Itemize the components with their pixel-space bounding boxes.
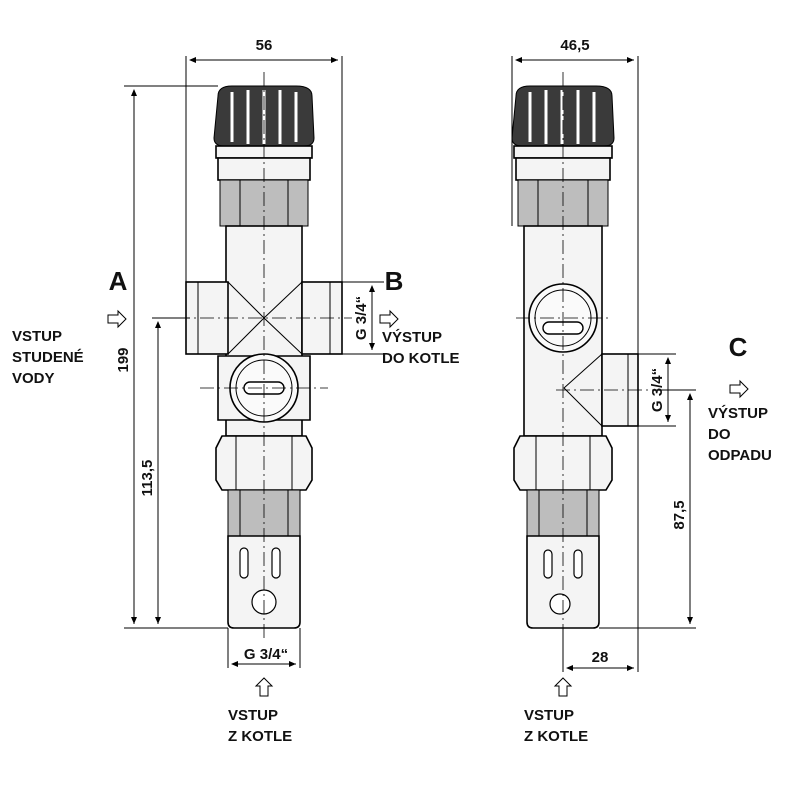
label-bottom-front-line1: VSTUP: [228, 707, 278, 724]
label-c-line2: DO: [708, 426, 731, 443]
side-view: [511, 72, 656, 640]
dim-width-front: 56: [256, 37, 273, 54]
dim-width-side: 46,5: [560, 37, 589, 54]
flow-arrow-icon: [729, 379, 749, 399]
dim-height-total: 199: [115, 347, 132, 372]
label-a-line1: VSTUP: [12, 328, 62, 345]
side-dimensions: [511, 56, 696, 672]
label-c-line1: VÝSTUP: [708, 404, 768, 422]
front-dimensions: [124, 56, 384, 668]
port-letter-c: C: [729, 332, 748, 362]
label-b-line2: DO KOTLE: [382, 350, 460, 367]
flow-arrow-icon: [107, 309, 127, 329]
label-a-line3: VODY: [12, 370, 55, 387]
front-view: [176, 72, 352, 640]
flow-arrow-icon: [379, 309, 399, 329]
thread-label-front-bottom: G 3/4“: [244, 646, 288, 663]
label-c-line3: ODPADU: [708, 447, 772, 464]
flow-arrow-icon: [254, 677, 274, 697]
label-bottom-side-line2: Z KOTLE: [524, 728, 588, 745]
dim-height-outlet: 87,5: [671, 500, 688, 529]
label-a-line2: STUDENÉ: [12, 349, 84, 366]
thread-label-side-right: G 3/4“: [649, 368, 666, 412]
label-bottom-side-line1: VSTUP: [524, 707, 574, 724]
flow-arrow-icon: [553, 677, 573, 697]
label-bottom-front-line2: Z KOTLE: [228, 728, 292, 745]
port-letter-a: A: [109, 266, 128, 296]
label-b-line1: VÝSTUP: [382, 328, 442, 346]
thread-label-front-right: G 3/4“: [353, 296, 370, 340]
dim-offset-side: 28: [592, 649, 609, 666]
port-letter-b: B: [385, 266, 404, 296]
dim-height-inlet: 113,5: [139, 460, 156, 497]
